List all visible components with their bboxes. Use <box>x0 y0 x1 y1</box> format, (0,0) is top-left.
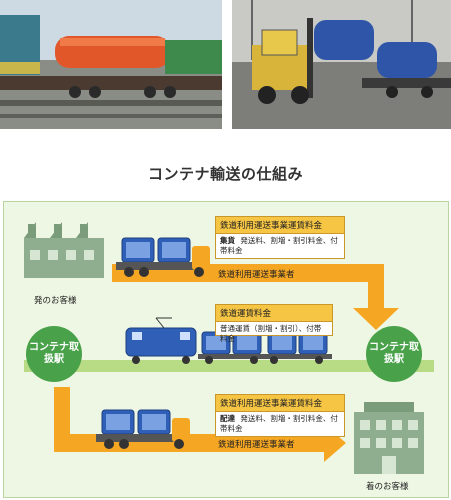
bottom-fee-header: 鉄道利用運送事業運賃料金 <box>215 394 345 412</box>
receiver-label: 着のお客様 <box>366 482 409 492</box>
bottom-truck-icon <box>96 409 190 449</box>
bottom-fee-tag: 配達 <box>220 414 235 423</box>
photo-forklift-loading-containers <box>232 0 451 129</box>
freight-train-icon <box>125 317 332 364</box>
sender-label: 発のお客様 <box>34 296 77 306</box>
bottom-fee-detail: 発送料、割増・割引料金、付帯料金 <box>220 414 338 434</box>
top-fee-detail: 発送料、割増・割引料金、付帯料金 <box>220 236 338 256</box>
top-arrow-label: 鉄道利用運送事業者 <box>218 270 295 280</box>
top-delivery-arrow <box>112 264 399 330</box>
top-fee-header: 鉄道利用運送事業運賃料金 <box>215 216 345 234</box>
middle-fee-detail: 普通運賃（割増・割引）、付帯料金 <box>215 321 333 343</box>
top-fee-detail-box: 集貨 発送料、割増・割引料金、付帯料金 <box>215 233 345 259</box>
rail-track-band <box>24 360 434 372</box>
photo-freight-train-red-tank <box>0 0 222 129</box>
bottom-fee-detail-box: 配達 発送料、割増・割引料金、付帯料金 <box>215 411 345 437</box>
top-truck-icon <box>116 237 210 277</box>
station-right: コンテナ取扱駅 <box>366 326 422 382</box>
station-left: コンテナ取扱駅 <box>26 326 82 382</box>
top-fee-tag: 集貨 <box>220 236 235 245</box>
sender-factory-icon <box>24 222 104 278</box>
receiver-building-icon <box>354 402 424 474</box>
diagram-title: コンテナ輸送の仕組み <box>147 165 303 183</box>
bottom-arrow-label: 鉄道利用運送事業者 <box>218 440 295 450</box>
container-transport-diagram: 鉄道利用運送事業運賃料金 集貨 発送料、割増・割引料金、付帯料金 鉄道利用運送事… <box>3 201 449 498</box>
middle-fee-header: 鉄道運賃料金 <box>215 304 333 322</box>
